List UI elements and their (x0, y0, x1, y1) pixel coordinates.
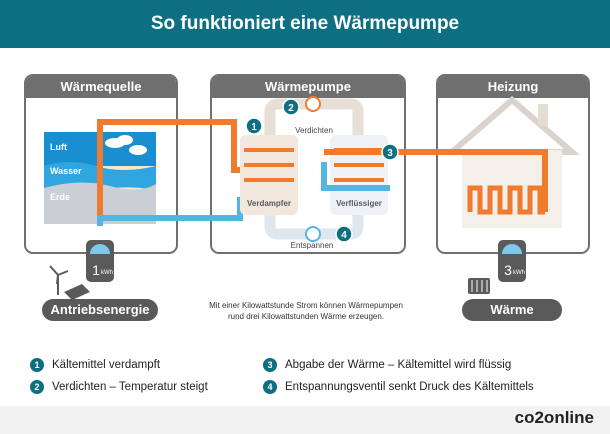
legend-number-2: 2 (30, 380, 44, 394)
legend-number-1: 1 (30, 358, 44, 372)
legend-number-3: 3 (263, 358, 277, 372)
solar-panel-icon (64, 284, 90, 300)
legend-item-2: 2 Verdichten – Temperatur steigt (30, 380, 208, 394)
legend-item-4: 4 Entspannungsventil senkt Druck des Kält… (263, 380, 534, 394)
heat-source-title: Wärmequelle (26, 76, 176, 98)
heating-panel: Heizung (436, 74, 590, 254)
legend-text-1: Kältemittel verdampft (52, 359, 161, 371)
heat-pump-panel: Wärmepumpe (210, 74, 406, 254)
input-meter-unit: kWh (101, 270, 113, 276)
page-title: So funktioniert eine Wärmepumpe (150, 13, 460, 34)
legend-text-3: Abgabe der Wärme – Kältemittel wird flüs… (285, 359, 512, 371)
drive-energy-label: Antriebsenergie (42, 299, 158, 321)
heat-pump-title: Wärmepumpe (212, 76, 404, 98)
output-meter-value: 3 (504, 262, 512, 278)
heating-title: Heizung (438, 76, 588, 98)
legend-number-4: 4 (263, 380, 277, 394)
wind-turbine-icon (49, 265, 69, 295)
legend-text-2: Verdichten – Temperatur steigt (52, 381, 208, 393)
input-meter-value: 1 (92, 262, 100, 278)
heat-source-panel: Wärmequelle (24, 74, 178, 254)
legend-item-3: 3 Abgabe der Wärme – Kältemittel wird flü… (263, 358, 511, 372)
efficiency-note: Mit einer Kilowattstunde Strom können Wä… (188, 300, 424, 322)
legend-text-4: Entspannungsventil senkt Druck des Kälte… (285, 381, 534, 393)
radiator-icon (468, 278, 490, 294)
heat-output-label: Wärme (462, 299, 562, 321)
efficiency-note-line2: rund drei Kilowattstunden Wärme erzeugen… (227, 312, 385, 321)
footer-bar: co2online (0, 406, 610, 434)
legend-item-1: 1 Kältemittel verdampft (30, 358, 160, 372)
brand-logo: co2online (514, 408, 594, 427)
efficiency-note-line1: Mit einer Kilowattstunde Strom können Wä… (209, 301, 403, 310)
output-meter-unit: kWh (513, 270, 525, 276)
header-bar: So funktioniert eine Wärmepumpe (0, 0, 610, 48)
